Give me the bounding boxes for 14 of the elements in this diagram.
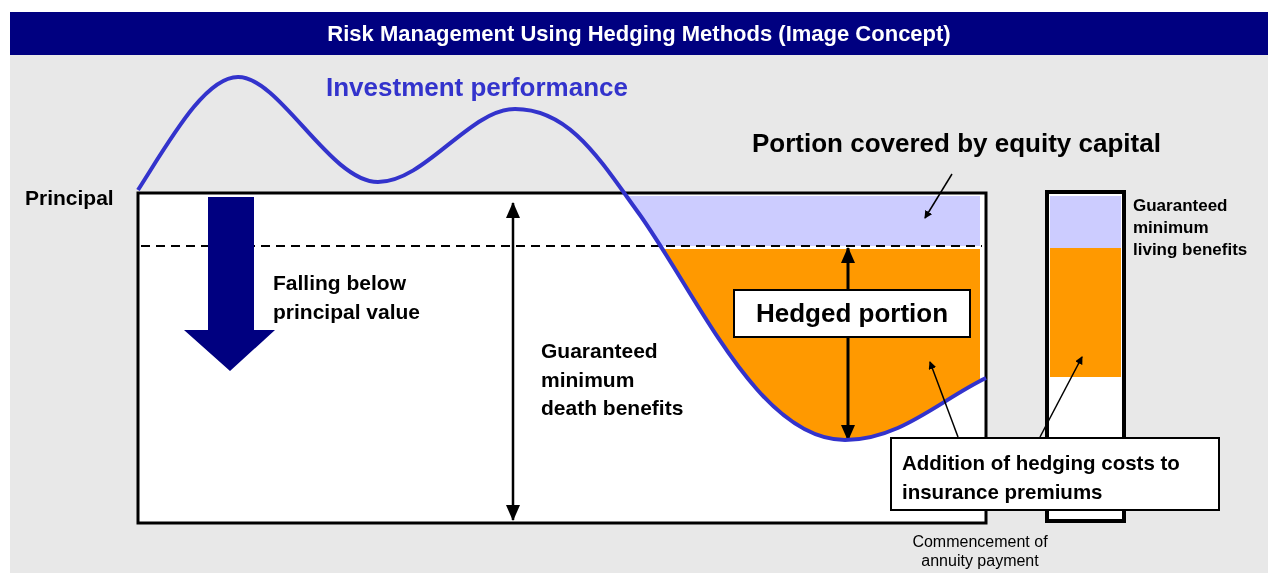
title-bar: Risk Management Using Hedging Methods (Image Concept) [10,12,1268,55]
leader-line [928,361,959,438]
annotation-text: Guaranteed minimum death benefits [541,338,685,421]
leader-line [1039,356,1083,438]
annotation-text: Guaranteed minimum living benefits [1133,195,1249,261]
axis-label: Commencement of annuity payment [911,532,1049,570]
hedged-segment [1050,248,1121,377]
callout-box: Addition of hedging costs to insurance premiums [890,437,1220,511]
curve-label: Investment performance [326,72,628,103]
annotation-text: Portion covered by equity capital [752,128,1161,159]
label-box: Hedged portion [733,289,971,338]
annotation-text: Falling below principal value [273,270,422,325]
axis-label: Principal [25,186,114,210]
leader-line [924,173,953,219]
